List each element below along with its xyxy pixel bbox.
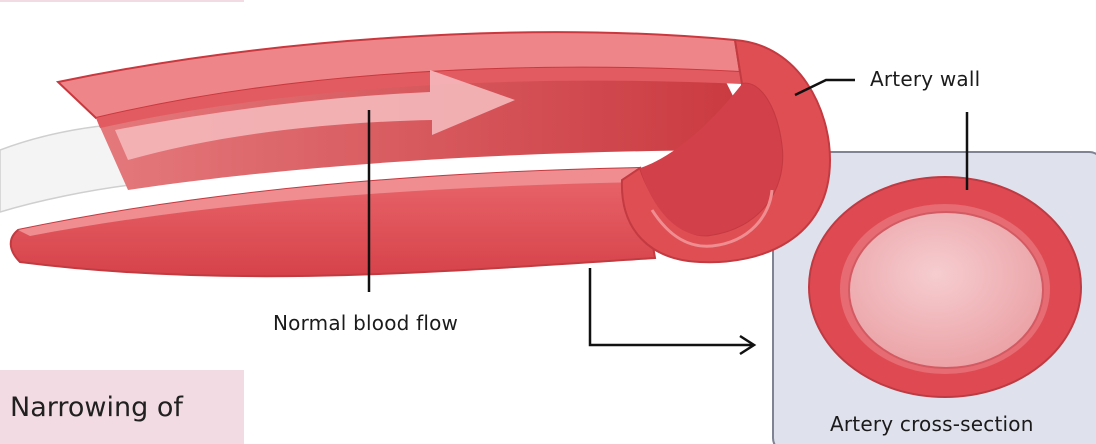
caption-banner-text: Narrowing of [10,392,183,423]
artery-cross-section-label: Artery cross-section [830,412,1034,436]
artery-wall-label: Artery wall [870,67,980,91]
cross-section-arrow-line [590,268,752,345]
normal-blood-flow-label: Normal blood flow [273,311,458,335]
cross-section-lumen [849,212,1043,368]
